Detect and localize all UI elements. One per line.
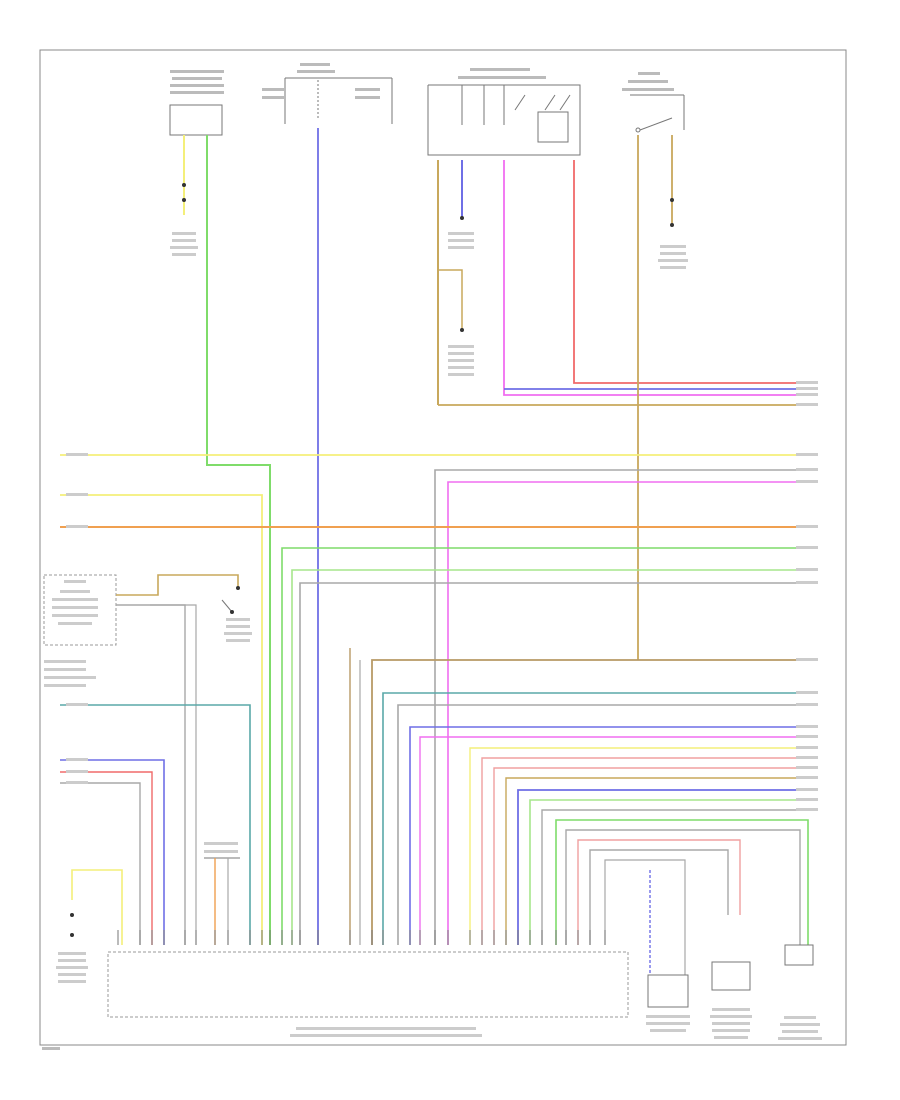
- wire-blue-left: [60, 759, 165, 945]
- wire-yellow-bottom-left: [71, 869, 123, 945]
- bus-blue-3: [517, 789, 818, 945]
- wire-green-bottom-right: [555, 819, 809, 945]
- right-wire-end-labels: [796, 381, 818, 811]
- module-bottom-right-2: [711, 961, 751, 991]
- component-left-middle: [43, 574, 117, 687]
- bus-lightgreen-1: [291, 569, 818, 945]
- component-top-right-relay: [427, 68, 581, 156]
- left-wire-start-labels: [66, 453, 88, 784]
- component-top-left: [169, 104, 223, 136]
- module-bottom-right-1: [647, 974, 689, 1008]
- bus-pink-2: [419, 736, 818, 945]
- ground-label-left-middle: [224, 618, 252, 642]
- module-bottom-right-2-label: [710, 1008, 752, 1039]
- bus-gray-4: [541, 809, 818, 945]
- bus-tan-1: [371, 659, 818, 945]
- bus-yellow-2: [60, 494, 263, 945]
- bus-pink-1: [447, 481, 818, 945]
- diagram-code: [42, 1047, 60, 1050]
- ground-label-top-right: [658, 245, 688, 269]
- bus-lightred-3: [493, 767, 818, 945]
- control-module-main-label: [290, 1027, 482, 1037]
- wire-gray-bottom-2: [589, 849, 729, 945]
- ground-label-bottom-left: [56, 952, 88, 983]
- bus-gray-2: [299, 582, 818, 945]
- bus-gray-3: [397, 704, 818, 945]
- module-bottom-right-3-label: [778, 1016, 822, 1040]
- bus-yellow-3: [469, 747, 818, 945]
- component-top-left-label: [170, 70, 224, 94]
- wire-gray-left: [60, 782, 141, 945]
- wire-tl-green: [206, 135, 271, 945]
- wire-teal-left: [60, 704, 251, 945]
- component-top-center: [262, 63, 393, 124]
- control-module-main: [107, 951, 629, 1018]
- bus-teal-top: [382, 692, 818, 945]
- ground-label-relay: [448, 232, 474, 249]
- bus-red-3: [481, 757, 818, 945]
- bus-green-1: [281, 547, 818, 945]
- ground-label-relay-2: [448, 345, 474, 376]
- diagram-frame: [39, 49, 847, 1046]
- wire-relay-pink: [503, 160, 818, 396]
- bus-gray-1: [434, 469, 818, 945]
- wire-red-left: [60, 771, 153, 945]
- component-top-right-switch: [622, 72, 685, 133]
- ground-label-top-left: [170, 232, 198, 256]
- component-connector-small: [204, 842, 240, 945]
- bus-lightgreen-3: [529, 799, 818, 945]
- wire-relay-red: [573, 160, 818, 384]
- wire-gray-bottom-right: [565, 829, 801, 945]
- connector-pin-row: [117, 930, 606, 945]
- module-bottom-right-1-label: [646, 1015, 690, 1032]
- wire-red-bottom-right: [577, 839, 741, 945]
- bus-tan-3: [505, 777, 818, 945]
- module-bottom-right-3: [784, 944, 814, 966]
- bus-blue-2: [409, 726, 818, 945]
